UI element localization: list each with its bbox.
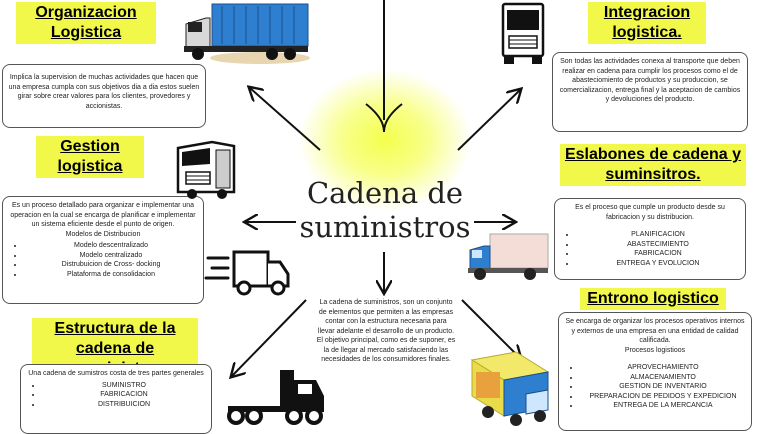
integracion-box: Son todas las actividades conexa al tran… bbox=[552, 52, 748, 132]
entorno-box: Se encarga de organizar los procesos ope… bbox=[558, 312, 752, 431]
entorno-text: Se encarga de organizar los procesos ope… bbox=[565, 318, 745, 344]
estructura-box: Una cadena de sumistros costa de tres pa… bbox=[20, 364, 212, 434]
eslabones-list: PLANIFICACION ABASTECIMIENTO FABRICACION… bbox=[560, 230, 740, 268]
gestion-title: Gestion logistica bbox=[36, 136, 144, 178]
eslabones-title: Eslabones de cadena y suminsitros. bbox=[560, 144, 746, 186]
list-item: FABRICACION bbox=[42, 390, 206, 400]
container-truck-icon bbox=[184, 3, 310, 64]
center-description: La cadena de suministros, son un conjunt… bbox=[316, 299, 456, 363]
gestion-subtitle: Modelos de Distribucion bbox=[65, 230, 141, 238]
gestion-text: Es un proceso detallado para organizar e… bbox=[10, 202, 196, 228]
eslabones-text: Es el proceso que cumple un producto des… bbox=[575, 204, 725, 221]
list-item: ENTREGA Y EVOLUCION bbox=[576, 259, 740, 269]
box-truck-icon bbox=[468, 233, 549, 280]
fast-delivery-van-icon bbox=[204, 250, 290, 296]
list-item: GESTION DE INVENTARIO bbox=[580, 382, 746, 392]
list-item: SUMINISTRO bbox=[42, 381, 206, 391]
gestion-box: Es un proceso detallado para organizar e… bbox=[2, 196, 204, 304]
org-box: Implica la supervision de muchas activid… bbox=[2, 64, 206, 128]
list-item: ABASTECIMIENTO bbox=[576, 240, 740, 250]
arrow-estructura bbox=[232, 299, 307, 376]
semi-truck-icon bbox=[176, 140, 236, 199]
list-item: PLANIFICACION bbox=[576, 230, 740, 240]
list-item: Modelo descentralizado bbox=[24, 241, 198, 251]
cargo-truck-icon bbox=[470, 351, 550, 426]
org-title: Organizacion Logistica bbox=[16, 2, 156, 44]
estructura-text: Una cadena de sumistros costa de tres pa… bbox=[28, 370, 204, 377]
gestion-list: Modelo descentralizado Modelo centraliza… bbox=[8, 241, 198, 279]
integracion-text: Son todas las actividades conexa al tran… bbox=[559, 58, 741, 103]
integracion-title: Integracion logistica. bbox=[588, 2, 706, 44]
entorno-title: Entrono logistico bbox=[580, 288, 726, 310]
arrow-entorno bbox=[461, 299, 520, 358]
list-item: DISTRIBUICION bbox=[42, 400, 206, 410]
tractor-truck-icon bbox=[227, 370, 324, 425]
list-item: Plataforma de consolidacion bbox=[24, 270, 198, 280]
list-item: Modelo centralizado bbox=[24, 251, 198, 261]
estructura-list: SUMINISTRO FABRICACION DISTRIBUICION bbox=[26, 381, 206, 410]
eslabones-box: Es el proceso que cumple un producto des… bbox=[554, 198, 746, 280]
list-item: ENTREGA DE LA MERCANCIA bbox=[580, 401, 746, 411]
truck-front-icon bbox=[501, 2, 545, 64]
arrow-integracion bbox=[457, 90, 520, 151]
arrow-org bbox=[250, 88, 321, 151]
org-text: Implica la supervision de muchas activid… bbox=[8, 74, 200, 110]
entorno-subtitle: Procesos logistioos bbox=[624, 346, 686, 354]
arrow-top-head bbox=[365, 103, 403, 133]
center-title: Cadena de suministros bbox=[299, 176, 471, 244]
entorno-list: APROVECHAMIENTO ALMACENAMIENTO GESTION D… bbox=[564, 363, 746, 411]
list-item: FABRICACION bbox=[576, 249, 740, 259]
list-item: ALMACENAMIENTO bbox=[580, 373, 746, 383]
list-item: APROVECHAMIENTO bbox=[580, 363, 746, 373]
list-item: Distrubuicion de Cross- docking bbox=[24, 260, 198, 270]
list-item: PREPARACION DE PEDIDOS Y EXPEDICION bbox=[580, 392, 746, 402]
